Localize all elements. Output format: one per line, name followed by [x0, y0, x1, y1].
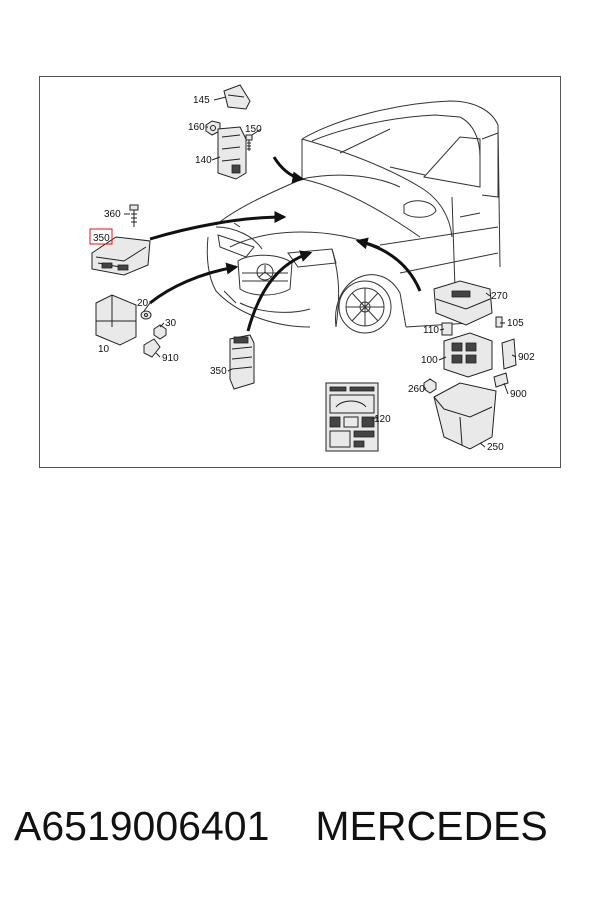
- callout-30: 30: [165, 318, 177, 329]
- callout-labels: 145 160 150 140 360 350 20 30 10 910 350…: [93, 95, 535, 453]
- part-350-control-unit-lower[interactable]: [229, 334, 255, 390]
- callout-140: 140: [195, 155, 212, 166]
- callout-160: 160: [188, 122, 205, 133]
- part-150-screw[interactable]: [245, 134, 253, 151]
- part-902-fuse-strip[interactable]: [501, 338, 517, 370]
- callout-350-lower: 350: [210, 366, 227, 377]
- highlight-box: [89, 228, 113, 245]
- part-250-housing[interactable]: [433, 382, 497, 450]
- callout-10: 10: [98, 344, 110, 355]
- callout-120: 120: [374, 414, 391, 425]
- callout-360: 360: [104, 209, 121, 220]
- part-caption: A6519006401 MERCEDES: [14, 803, 594, 863]
- part-145-cover[interactable]: [223, 84, 251, 110]
- part-270-fuse-box-cover[interactable]: [433, 280, 493, 326]
- part-160-nut[interactable]: [205, 120, 221, 136]
- part-number: A6519006401: [14, 803, 270, 849]
- part-120-info-sheet[interactable]: [325, 382, 379, 452]
- callout-900: 900: [510, 389, 527, 400]
- callout-105: 105: [507, 318, 524, 329]
- callout-910: 910: [162, 353, 179, 364]
- part-910-connector[interactable]: [143, 338, 161, 358]
- part-350-control-unit[interactable]: [91, 236, 151, 276]
- callout-902: 902: [518, 352, 535, 363]
- parts-diagram: 145 160 150 140 360 350 20 30 10 910 350…: [39, 76, 561, 468]
- part-10-unit[interactable]: [95, 294, 137, 346]
- part-30-nut[interactable]: [153, 324, 167, 340]
- part-140-module[interactable]: [217, 126, 247, 180]
- callout-150: 150: [245, 124, 262, 135]
- part-900-fuse[interactable]: [493, 372, 509, 388]
- callout-350-highlighted: 350: [93, 233, 110, 244]
- pointer-arrows: [149, 156, 422, 332]
- callout-100: 100: [421, 355, 438, 366]
- car-illustration: [206, 100, 501, 334]
- part-100-fuse-box[interactable]: [443, 332, 493, 378]
- callout-270: 270: [491, 291, 508, 302]
- leader-lines: [124, 96, 517, 448]
- callout-250: 250: [487, 442, 504, 453]
- part-260-nut[interactable]: [423, 378, 437, 394]
- callout-20: 20: [137, 298, 149, 309]
- part-20-washer[interactable]: [140, 310, 152, 320]
- callout-260: 260: [408, 384, 425, 395]
- callout-145: 145: [193, 95, 210, 106]
- callout-110: 110: [423, 325, 439, 336]
- brand-name: MERCEDES: [315, 803, 548, 849]
- part-105-fuse[interactable]: [495, 316, 503, 328]
- diagram-canvas: 145 160 150 140 360 350 20 30 10 910 350…: [89, 84, 535, 453]
- part-360-bolt[interactable]: [129, 204, 139, 227]
